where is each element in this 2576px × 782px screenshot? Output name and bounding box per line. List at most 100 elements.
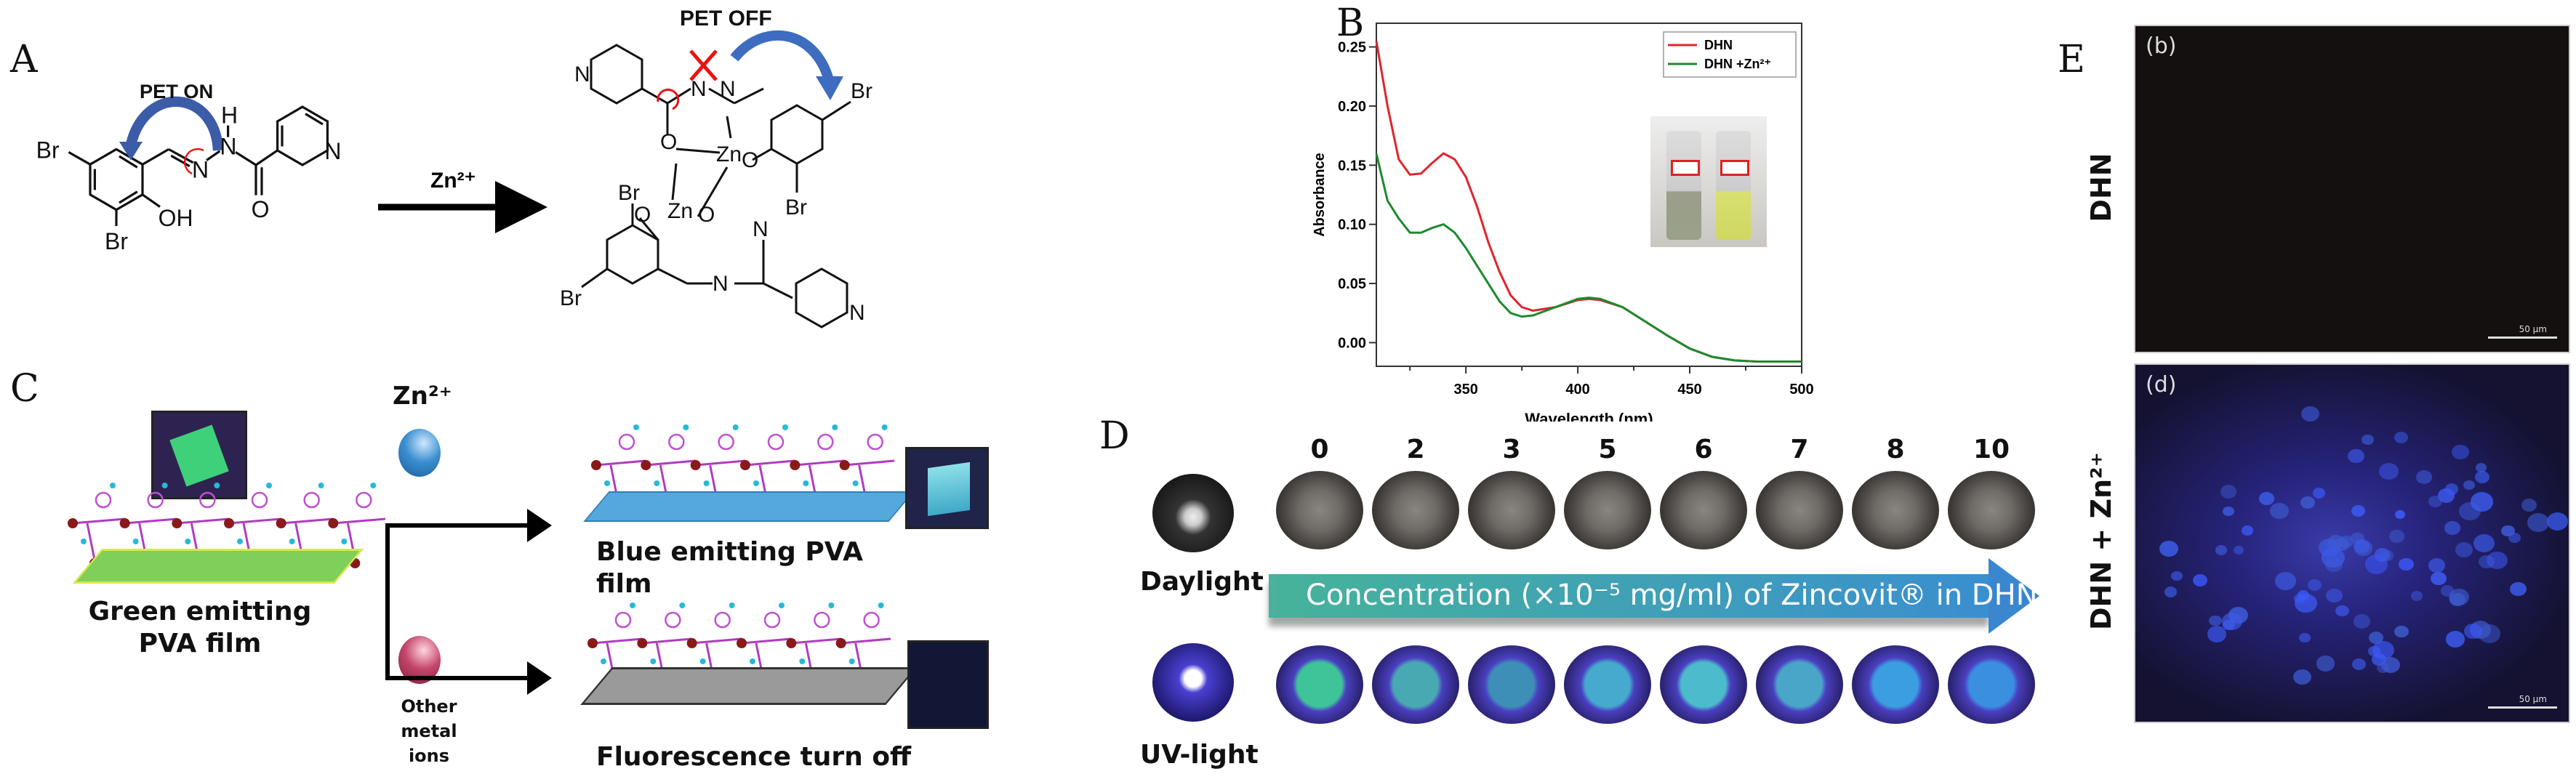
row-label-dhn-zn: DHN + Zn²⁺ — [2085, 452, 2117, 630]
cell — [2222, 506, 2234, 517]
atom-n: N — [220, 134, 236, 160]
cell — [2294, 593, 2318, 613]
cell — [2270, 503, 2289, 519]
pet-off-label: PET OFF — [680, 7, 772, 31]
atom-br: Br — [851, 79, 872, 103]
blue-film-label-line: Blue emitting PVA — [596, 537, 863, 567]
cell — [2372, 640, 2395, 660]
cell — [2242, 525, 2254, 536]
reaction-reagent: Zn²⁺ — [430, 169, 476, 193]
cell — [2325, 588, 2343, 603]
uv-dish — [1660, 645, 1747, 724]
cell — [2463, 480, 2475, 490]
blue-pva-film — [583, 491, 915, 522]
branch-arrow-zn — [385, 523, 531, 528]
atom-br: Br — [560, 286, 582, 310]
scale-bar-label: 50 µm — [2519, 694, 2547, 704]
vial-label — [1671, 160, 1700, 176]
atom-o: O — [634, 203, 651, 227]
concentration-arrow-label: Concentration (×10⁻⁵ mg/ml) of Zincovit®… — [1306, 579, 2038, 612]
green-film-label-line: PVA film — [138, 629, 262, 658]
vial-photo-inset — [1650, 116, 1767, 247]
concentration-label: 0 — [1310, 435, 1329, 464]
daylight-dish — [1852, 471, 1939, 549]
cell — [2335, 605, 2349, 617]
atom-zn: Zn — [667, 199, 693, 223]
plot-frame — [1376, 23, 1802, 367]
daylight-dish — [1756, 471, 1843, 549]
ligand-structure — [68, 96, 329, 227]
cell — [2352, 658, 2366, 670]
y-tick-label: 0.10 — [1338, 217, 1366, 233]
cell — [2313, 488, 2326, 499]
vial-label — [1720, 160, 1749, 176]
atom-br: Br — [36, 137, 60, 163]
atom-o: O — [252, 196, 270, 222]
atom-br: Br — [105, 228, 128, 254]
uv-dish — [1564, 645, 1651, 724]
cell — [2222, 619, 2235, 631]
legend-label: DHN — [1704, 38, 1733, 52]
atom-n: N — [192, 157, 209, 183]
atom-br: Br — [618, 181, 640, 205]
panel-label-d: D — [1099, 414, 1130, 458]
concentration-label: 10 — [1973, 435, 2010, 464]
atom-o: O — [660, 130, 677, 154]
cell — [2527, 513, 2550, 533]
concentration-arrowhead — [1989, 558, 2039, 634]
green-film-label-line: Green emitting — [88, 597, 312, 626]
y-tick-label: 0.20 — [1338, 99, 1366, 115]
cell — [2171, 571, 2183, 581]
micrograph-dhn: (b) 50 µm — [2134, 25, 2570, 353]
cell — [2353, 539, 2370, 553]
atom-n: N — [849, 301, 865, 325]
other-ion-label-line: Other metal — [401, 696, 457, 741]
daylight-dish — [1948, 471, 2035, 549]
cell — [2510, 581, 2527, 596]
zn-ion-label: Zn²⁺ — [393, 382, 452, 411]
other-ion-label-line: ions — [408, 746, 450, 766]
fluorescent-cells — [2135, 365, 2569, 722]
y-tick-label: 0.00 — [1338, 335, 1366, 351]
cell — [2455, 542, 2473, 558]
cell — [2351, 504, 2365, 517]
cell — [2379, 462, 2399, 480]
cell — [2193, 573, 2208, 586]
cell — [2444, 521, 2460, 535]
cell — [2395, 510, 2406, 520]
cell — [2209, 615, 2222, 626]
row-label-dhn: DHN — [2085, 153, 2117, 222]
green-pva-film — [72, 549, 364, 584]
cell — [2399, 557, 2414, 571]
uv-reference-photo — [1152, 643, 1234, 722]
cell — [2233, 546, 2244, 555]
atom-n: N — [713, 272, 729, 296]
atom-o: O — [742, 148, 758, 172]
cell — [2546, 512, 2569, 531]
blue-film-label-line: film — [596, 569, 652, 599]
cell — [2475, 471, 2490, 484]
atom-o: O — [698, 203, 715, 227]
cell — [2301, 406, 2320, 422]
concentration-label: 7 — [1790, 435, 1809, 464]
zinc-complex-structure — [581, 30, 851, 328]
cell — [2207, 626, 2227, 642]
scale-bar — [2488, 336, 2557, 339]
gray-pva-film — [580, 667, 918, 705]
cell — [2449, 588, 2469, 606]
cell — [2299, 633, 2311, 643]
concentration-label: 2 — [1406, 435, 1425, 464]
cell — [2463, 623, 2482, 639]
vial-dhn-zn — [1716, 131, 1751, 240]
daylight-reference-photo — [1152, 474, 1234, 552]
legend-label: DHN +Zn²⁺ — [1704, 57, 1771, 71]
reaction-scheme: Br Br OH N H N O N PET ON Zn²⁺ — [36, 7, 872, 328]
blue-film-sample — [928, 461, 970, 517]
cell — [2428, 558, 2446, 573]
series-line-dhn-zn — [1375, 153, 1802, 363]
micrograph-panel-label: (d) — [2146, 372, 2177, 398]
pet-on-label: PET ON — [140, 80, 213, 102]
branch-connector — [385, 525, 390, 678]
cell — [2394, 431, 2408, 443]
cell — [2430, 571, 2447, 586]
